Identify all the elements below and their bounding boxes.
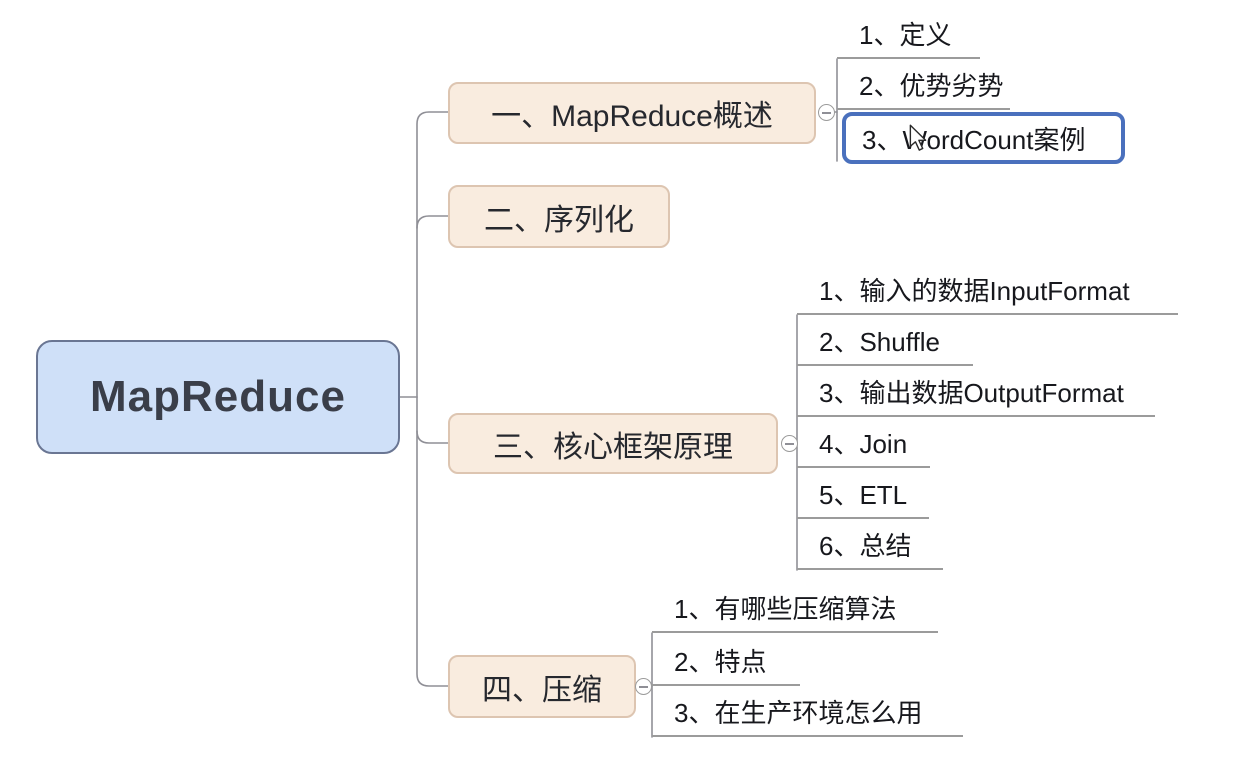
subtopic-etl[interactable]: 5、ETL xyxy=(797,475,929,519)
subtopic-wordcount-selected[interactable]: 3、WordCount案例 xyxy=(842,112,1125,164)
arrow-cursor-icon xyxy=(909,124,927,151)
subtopic-shuffle[interactable]: 2、Shuffle xyxy=(797,322,973,366)
subtopic-characteristics[interactable]: 2、特点 xyxy=(652,642,800,686)
minus-icon xyxy=(822,111,831,114)
subtopic-pros-cons[interactable]: 2、优势劣势 xyxy=(837,66,1010,110)
root-topic[interactable]: MapReduce xyxy=(36,340,400,454)
minus-icon xyxy=(639,685,648,688)
branch-topic-serialization[interactable]: 二、序列化 xyxy=(448,185,670,248)
collapse-button-overview[interactable] xyxy=(818,104,835,121)
branch-topic-core-framework[interactable]: 三、核心框架原理 xyxy=(448,413,778,474)
subtopic-outputformat[interactable]: 3、输出数据OutputFormat xyxy=(797,373,1155,417)
minus-icon xyxy=(785,442,794,445)
subtopic-compression-algorithms[interactable]: 1、有哪些压缩算法 xyxy=(652,589,938,633)
subtopic-production-usage[interactable]: 3、在生产环境怎么用 xyxy=(652,693,963,737)
subtopic-summary[interactable]: 6、总结 xyxy=(797,526,943,570)
branch-topic-compression[interactable]: 四、压缩 xyxy=(448,655,636,718)
collapse-button-core-framework[interactable] xyxy=(781,435,798,452)
subtopic-definition[interactable]: 1、定义 xyxy=(837,15,980,59)
subtopic-inputformat[interactable]: 1、输入的数据InputFormat xyxy=(797,271,1178,315)
branch-topic-overview[interactable]: 一、MapReduce概述 xyxy=(448,82,816,144)
collapse-button-compression[interactable] xyxy=(635,678,652,695)
subtopic-join[interactable]: 4、Join xyxy=(797,424,930,468)
